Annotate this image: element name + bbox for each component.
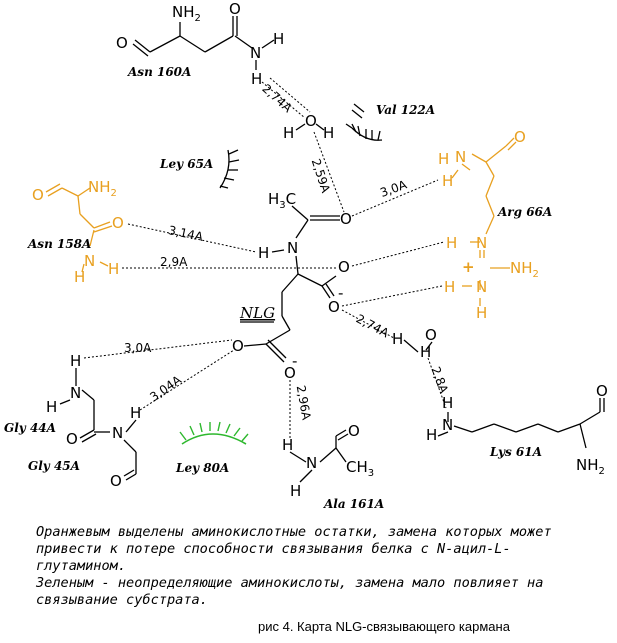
label-ala161: Ala 161A [323, 497, 384, 511]
dist-gly45-o: 3,04A [147, 372, 184, 404]
gly45-n: N [112, 424, 123, 442]
ala161-n: N [306, 454, 317, 472]
legend-caption: Оранжевым выделены аминокислотные остатк… [36, 524, 596, 609]
residue-asn160 [132, 16, 275, 70]
label-ley80: Ley 80A [175, 461, 229, 475]
gly44-n: N [70, 384, 81, 402]
arg66-o: O [514, 128, 526, 146]
val122-hydrophobic-arc [345, 103, 383, 141]
nlg-gamma-o2: O [284, 364, 296, 382]
gly44-o: O [66, 430, 78, 448]
water2-h2: H [420, 343, 431, 361]
figure-caption: рис 4. Карта NLG-связывающего кармана [258, 619, 510, 634]
lys61-h2: H [426, 426, 437, 444]
asn160-o1: O [116, 34, 128, 52]
lys61-n: N [442, 416, 453, 434]
dist-ala161-o: 2,96A [294, 384, 314, 422]
arg66-n1: N [455, 148, 466, 166]
ala161-ch3: CH3 [346, 458, 374, 479]
arg66-ne: N [476, 234, 487, 252]
lys61-o: O [596, 382, 608, 400]
nlg-acetyl-o: O [340, 210, 352, 228]
nlg-alpha-o2: O [328, 298, 340, 316]
dist-lys-water: 2,74A [354, 312, 392, 341]
asn158-n: N [84, 252, 95, 270]
ala161-h2: H [290, 482, 301, 500]
gly44-h1: H [70, 352, 81, 370]
label-arg66: Arg 66A [497, 205, 552, 219]
residue-gly44-gly45 [59, 368, 137, 481]
residue-arg66 [451, 137, 517, 306]
dist-arg-acetyl: 3,0A [378, 177, 409, 200]
gly45-h: H [130, 404, 141, 422]
ala161-o: O [348, 422, 360, 440]
arg66-plus: + [462, 258, 475, 276]
asn158-h2: H [74, 268, 85, 286]
water2-h1: H [392, 330, 403, 348]
lys61-nh2: NH2 [576, 456, 605, 477]
lys61-h1: H [442, 394, 453, 412]
asn158-nh2: NH2 [88, 178, 117, 199]
nlg-alpha-o1: O [338, 258, 350, 276]
nlg-nh: H [258, 244, 269, 262]
residue-asn158 [45, 183, 113, 273]
water2-o: O [425, 326, 437, 344]
label-gly45: Gly 45A [28, 459, 80, 473]
asn160-h1: H [273, 30, 284, 48]
dist-water-lys: 2,8A [428, 365, 451, 396]
gly45-o: O [110, 472, 122, 490]
water1-h2: H [323, 124, 334, 142]
residue-ala161 [289, 429, 349, 483]
arg66-nh-h2: H [476, 304, 487, 322]
label-nlg: NLG [239, 304, 275, 322]
label-asn158: Asn 158A [27, 237, 91, 251]
label-ley65: Ley 65A [159, 157, 213, 171]
dist-asn158-o: 2,9A [160, 255, 188, 269]
label-asn160: Asn 160A [127, 65, 191, 79]
residue-lys61 [437, 398, 605, 449]
binding-pocket-diagram: O NH2 O N H H Asn 160A O H H 2,74A Val 1… [4, 0, 608, 511]
arg66-ne-h: H [446, 234, 457, 252]
ley65-hydrophobic-arc [219, 149, 240, 189]
water1-h1: H [283, 124, 294, 142]
asn160-n: N [250, 44, 261, 62]
water1-o: O [305, 112, 317, 130]
arg66-h2: H [442, 172, 453, 190]
asn160-nh2: NH2 [172, 3, 201, 24]
nlg-gamma-minus: - [292, 352, 297, 370]
nlg-alpha-minus: - [338, 284, 343, 302]
nlg-gamma-o1: O [232, 337, 244, 355]
arg66-nh: N [476, 278, 487, 296]
label-val122: Val 122A [376, 103, 435, 117]
asn160-h2: H [251, 70, 262, 88]
arg66-nh-h1: H [444, 278, 455, 296]
arg66-h1: H [438, 150, 449, 168]
caption-green-note: Зеленым - неопределяющие аминокислоты, з… [36, 575, 544, 608]
arg66-nh2: NH2 [510, 259, 539, 280]
gly44-h2: H [46, 398, 57, 416]
dist-asn160-water: 2,74A [259, 81, 295, 115]
label-lys61: Lys 61A [489, 445, 542, 459]
asn158-o2: O [112, 214, 124, 232]
asn160-o2: O [229, 0, 241, 18]
dist-gly44-o: 3,0A [124, 341, 152, 355]
label-gly44: Gly 44A [4, 421, 56, 435]
ley80-hydrophobic-arc [179, 421, 249, 445]
nlg-h3c: H3C [268, 190, 296, 211]
asn158-h1: H [108, 260, 119, 278]
dist-water-acetyl: 2,59A [309, 157, 333, 195]
nlg-n: N [287, 239, 298, 257]
dist-asn158-n: 3,14A [167, 223, 205, 244]
ala161-h1: H [282, 436, 293, 454]
asn158-o1: O [32, 186, 44, 204]
caption-orange-note: Оранжевым выделены аминокислотные остатк… [36, 524, 552, 574]
